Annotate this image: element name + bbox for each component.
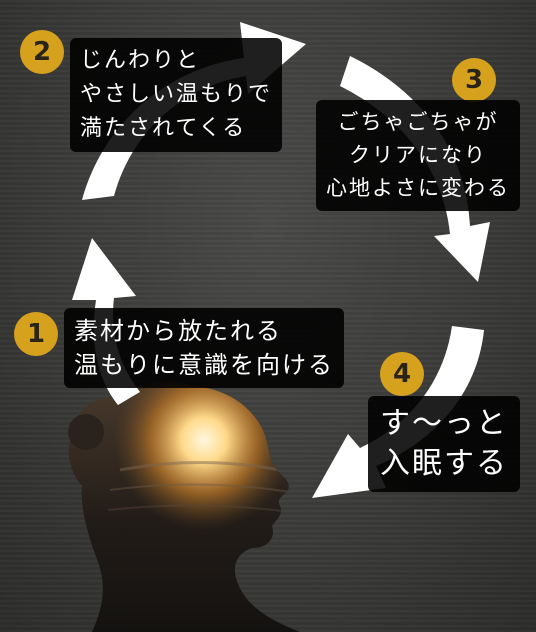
- step-3-label: ごちゃごちゃが クリアになり 心地よさに変わる: [316, 100, 520, 211]
- step-text-line: 心地よさに変わる: [326, 176, 510, 200]
- step-text-line: クリアになり: [349, 143, 487, 167]
- step-text-line: やさしい温もりで: [80, 82, 273, 107]
- step-1-label: 素材から放たれる 温もりに意識を向ける: [64, 308, 344, 388]
- step-text-line: ごちゃごちゃが: [337, 110, 499, 134]
- step-text-line: 素材から放たれる: [74, 317, 282, 345]
- step-text-line: じんわりと: [80, 48, 201, 73]
- step-text-line: す〜っと: [380, 406, 508, 441]
- step-number-badge: 2: [20, 30, 64, 74]
- step-number-badge: 1: [14, 312, 58, 356]
- step-number-badge: 3: [452, 58, 496, 102]
- step-text-line: 満たされてくる: [80, 116, 247, 141]
- step-text-line: 入眠する: [380, 446, 508, 481]
- step-text-line: 温もりに意識を向ける: [74, 351, 334, 379]
- step-2-label: じんわりと やさしい温もりで 満たされてくる: [70, 38, 283, 152]
- step-4-label: す〜っと 入眠する: [368, 396, 520, 492]
- step-number-badge: 4: [380, 352, 424, 396]
